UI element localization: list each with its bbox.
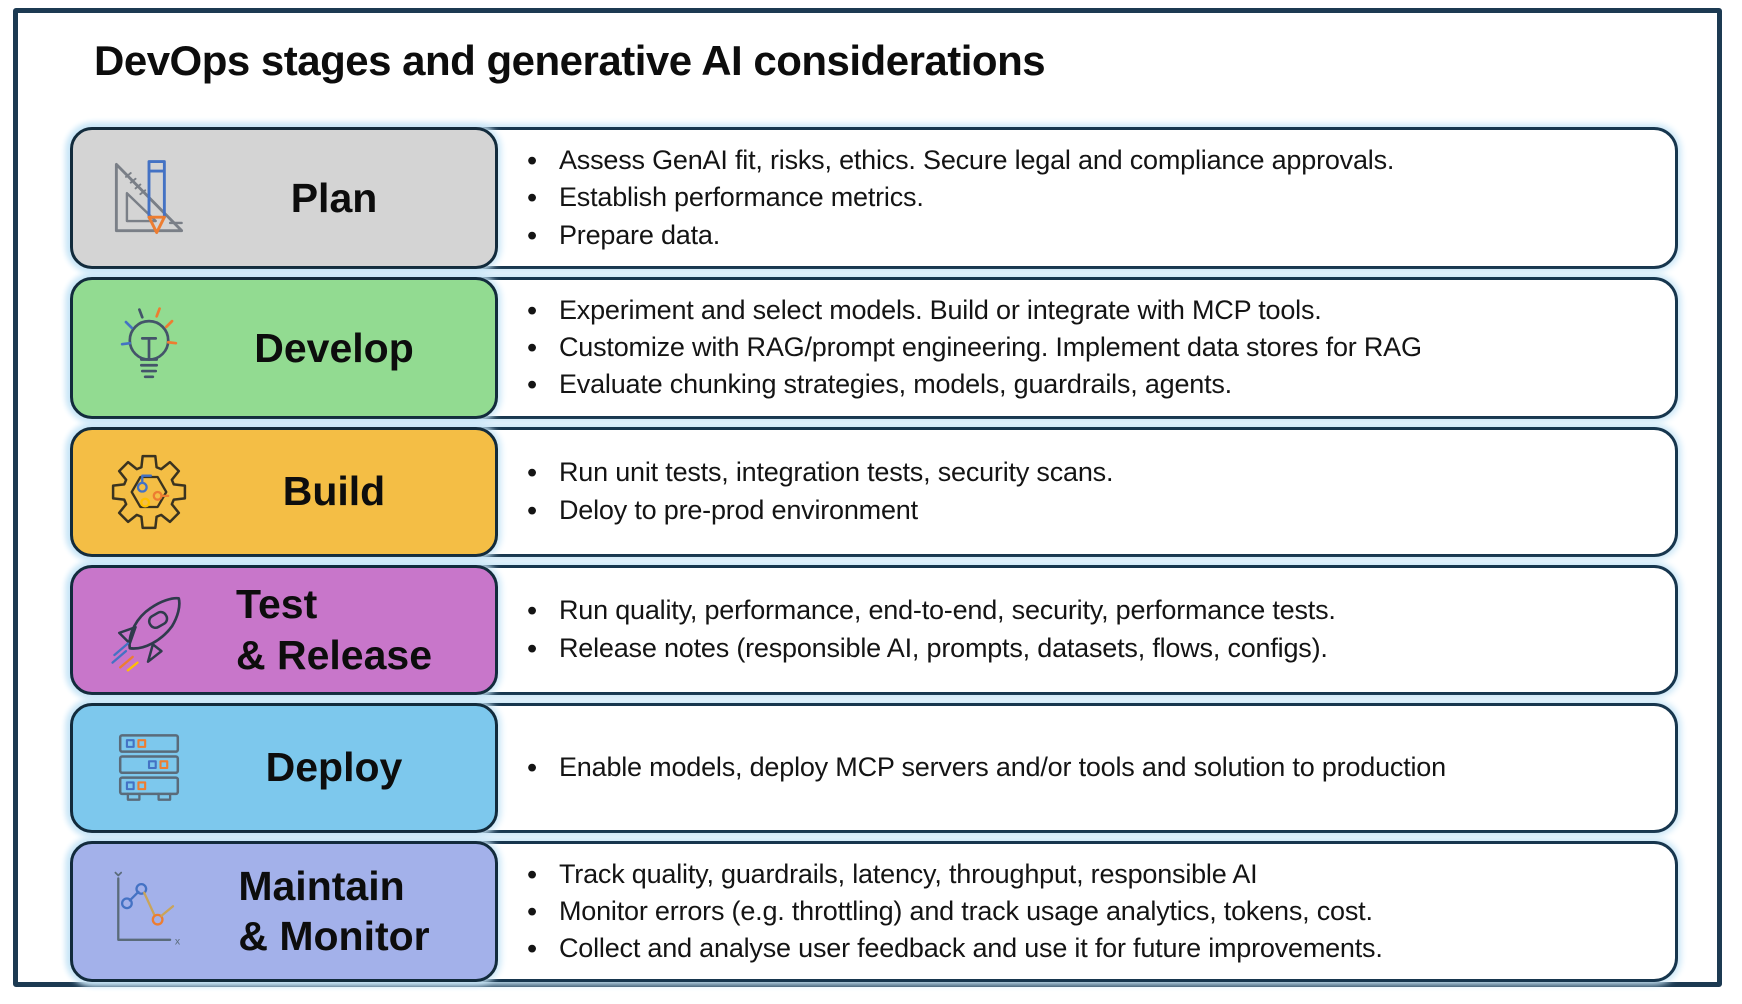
stage-notes-deploy: Enable models, deploy MCP servers and/or… xyxy=(495,706,1675,830)
bullet-item: Evaluate chunking strategies, models, gu… xyxy=(517,365,1647,405)
svg-text:x: x xyxy=(175,936,181,948)
server-icon xyxy=(99,720,199,816)
bullet-item: Deloy to pre-prod environment xyxy=(517,490,1647,530)
page-title: DevOps stages and generative AI consider… xyxy=(94,37,1046,84)
stage-box-maintain-monitor: x Maintain& Monitor xyxy=(70,840,498,983)
stage-box-deploy: Deploy xyxy=(70,702,498,833)
stage-row-develop: Develop Experiment and select models. Bu… xyxy=(70,276,1678,419)
bullet-item: Run quality, performance, end-to-end, se… xyxy=(517,591,1647,631)
stage-row-maintain-monitor: x Maintain& Monitor Track quality, guard… xyxy=(70,840,1678,983)
stage-row-test-release: Test& Release Run quality, performance, … xyxy=(70,564,1678,695)
stage-label-test-release: Test& Release xyxy=(235,581,432,678)
stage-label-plan: Plan xyxy=(290,174,378,221)
bullet-item: Customize with RAG/prompt engineering. I… xyxy=(517,328,1647,368)
stage-row-deploy: Deploy Enable models, deploy MCP servers… xyxy=(70,702,1678,833)
bullet-item: Assess GenAI fit, risks, ethics. Secure … xyxy=(517,141,1647,181)
chart-icon: x xyxy=(99,863,199,959)
bullet-item: Prepare data. xyxy=(517,215,1647,255)
stage-label-develop: Develop xyxy=(254,324,414,371)
bullet-item: Track quality, guardrails, latency, thro… xyxy=(517,854,1647,894)
stage-notes-maintain-monitor: Track quality, guardrails, latency, thro… xyxy=(495,844,1675,980)
stage-box-plan: Plan xyxy=(70,127,498,269)
diagram-frame: DevOps stages and generative AI consider… xyxy=(13,8,1722,987)
stage-box-build: Build xyxy=(70,426,498,557)
stage-notes-plan: Assess GenAI fit, risks, ethics. Secure … xyxy=(495,130,1675,266)
stage-notes-build: Run unit tests, integration tests, secur… xyxy=(495,430,1675,554)
bullet-item: Collect and analyse user feedback and us… xyxy=(517,929,1647,969)
rocket-icon xyxy=(99,582,199,678)
stage-notes-develop: Experiment and select models. Build or i… xyxy=(495,280,1675,416)
ruler-pencil-icon xyxy=(99,150,199,246)
stage-label-build: Build xyxy=(282,468,386,515)
bullet-item: Release notes (responsible AI, prompts, … xyxy=(517,628,1647,668)
stage-box-develop: Develop xyxy=(70,276,498,419)
stage-notes-test-release: Run quality, performance, end-to-end, se… xyxy=(495,568,1675,692)
stage-box-test-release: Test& Release xyxy=(70,564,498,695)
stage-label-maintain-monitor: Maintain& Monitor xyxy=(238,863,430,960)
bullet-item: Monitor errors (e.g. throttling) and tra… xyxy=(517,892,1647,932)
stage-rows: Plan Assess GenAI fit, risks, ethics. Se… xyxy=(70,127,1678,983)
stage-label-deploy: Deploy xyxy=(265,744,403,791)
bullet-item: Establish performance metrics. xyxy=(517,178,1647,218)
bullet-item: Enable models, deploy MCP servers and/or… xyxy=(517,748,1447,788)
stage-row-plan: Plan Assess GenAI fit, risks, ethics. Se… xyxy=(70,127,1678,269)
gear-icon xyxy=(99,444,199,540)
lightbulb-icon xyxy=(99,300,199,396)
bullet-item: Experiment and select models. Build or i… xyxy=(517,291,1647,331)
bullet-item: Run unit tests, integration tests, secur… xyxy=(517,453,1647,493)
stage-row-build: Build Run unit tests, integration tests,… xyxy=(70,426,1678,557)
